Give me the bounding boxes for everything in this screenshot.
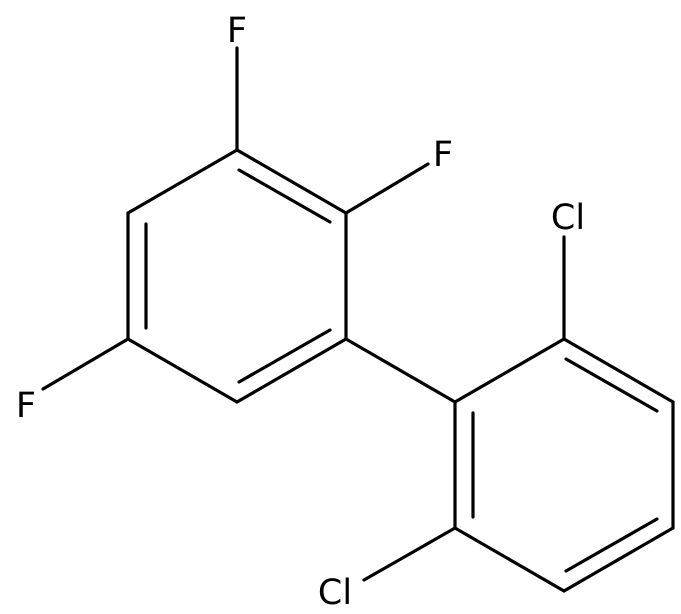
bond-c-f-left bbox=[41, 337, 130, 391]
bond bbox=[562, 337, 675, 404]
bond bbox=[126, 148, 239, 215]
bond bbox=[562, 526, 675, 593]
fluorine-label-top: F bbox=[227, 11, 247, 51]
chlorine-label-bottom: Cl bbox=[318, 573, 352, 613]
bond-double-inner bbox=[564, 357, 659, 413]
biaryl-bond bbox=[344, 337, 457, 404]
bond-double-inner bbox=[237, 328, 332, 384]
bond bbox=[235, 148, 348, 215]
dichlorophenyl-ring bbox=[453, 337, 675, 593]
bond bbox=[126, 337, 239, 404]
bond-c-f-ortho bbox=[344, 162, 430, 215]
bond bbox=[453, 337, 566, 404]
trifluorophenyl-ring bbox=[126, 148, 348, 404]
bond bbox=[453, 526, 566, 593]
chlorine-label-top: Cl bbox=[551, 198, 585, 238]
fluorine-label-left: F bbox=[16, 386, 36, 426]
bond-double-inner bbox=[564, 517, 659, 573]
bond-c-cl-bottom bbox=[362, 526, 457, 582]
fluorine-label-ortho: F bbox=[433, 135, 453, 175]
bond bbox=[235, 337, 348, 404]
bond-double-inner bbox=[237, 168, 332, 224]
